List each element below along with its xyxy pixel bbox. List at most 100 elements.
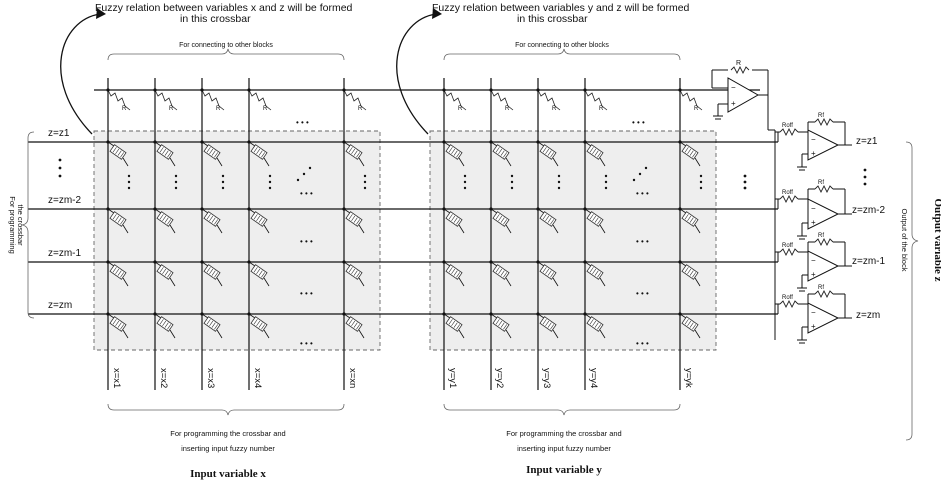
top-resistor-label: R (122, 106, 127, 112)
col-label-y2: y=y2 (494, 368, 505, 388)
row-label-left-1: z=zm-2 (48, 195, 82, 206)
memristor-array (106, 140, 701, 339)
crossbar-x-region (93, 130, 381, 351)
ellipsis-top-x: • • • (296, 118, 309, 127)
memristor (583, 207, 606, 234)
top-title-x-line2: in this crossbar (180, 13, 251, 25)
memristor (678, 312, 701, 339)
memristor (583, 140, 606, 167)
top-resistor: R (200, 88, 225, 112)
ellipsis-r1-x: • • • (300, 189, 313, 198)
top-resistor-label: R (358, 106, 363, 112)
memristor (200, 260, 223, 287)
memristor (536, 207, 559, 234)
svg-text:−: − (811, 204, 816, 213)
row-lines (28, 141, 778, 315)
memristor (106, 312, 129, 339)
output-bus (767, 95, 776, 340)
top-resistor: R (678, 88, 703, 112)
memristor (200, 207, 223, 234)
rf-label: Rf (818, 180, 824, 186)
top-resistor: R (489, 88, 514, 112)
memristor (153, 207, 176, 234)
memristor (342, 260, 365, 287)
programming-label-y-1: For programming the crossbar and (506, 429, 621, 438)
connect-label-y: For connecting to other blocks (515, 42, 609, 49)
row-label-left-2: z=zm-1 (48, 248, 82, 259)
memristor (536, 260, 559, 287)
ellipsis-r4-y: • • • (636, 339, 649, 348)
svg-text:−: − (811, 308, 816, 317)
col-label-y1: y=y1 (447, 368, 458, 388)
rf-label: Rf (818, 233, 824, 239)
col-label-x2: x=x2 (158, 368, 169, 388)
col-label-x1: x=x1 (111, 368, 122, 388)
memristor (200, 312, 223, 339)
svg-text:+: + (811, 218, 816, 227)
memristor (342, 312, 365, 339)
row-label-left-3: z=zm (48, 300, 72, 311)
column-labels-x: x=x1 x=x2 x=x3 x=x4 x=xn (111, 368, 358, 388)
left-side-label-2: the crossbar (16, 204, 25, 246)
inner-ellipsis (127, 166, 867, 190)
memristor (583, 260, 606, 287)
ellipsis-r2-x: • • • (300, 237, 313, 246)
memristor (442, 207, 465, 234)
left-side-label-1: For programming (8, 196, 17, 254)
curved-arrow-x (60, 13, 101, 135)
memristor (678, 207, 701, 234)
column-labels-y: y=y1 y=y2 y=y3 y=y4 y=yk (447, 368, 694, 388)
memristor (489, 260, 512, 287)
memristor (153, 140, 176, 167)
memristor (678, 140, 701, 167)
memristor (442, 140, 465, 167)
memristor (536, 312, 559, 339)
top-resistor: R (536, 88, 561, 112)
memristor (342, 140, 365, 167)
input-variable-x-label: Input variable x (190, 468, 266, 480)
memristor (536, 140, 559, 167)
programming-brace-y (443, 403, 681, 416)
left-bracket (21, 131, 35, 319)
memristor (678, 260, 701, 287)
programming-label-x-2: inserting input fuzzy number (181, 444, 275, 453)
rf-label: Rf (818, 113, 824, 119)
programming-label-x-1: For programming the crossbar and (170, 429, 285, 438)
ellipsis-top-y: • • • (632, 118, 645, 127)
connect-brace-x (107, 48, 345, 61)
arrowhead-x (96, 8, 106, 19)
top-resistor: R (583, 88, 608, 112)
ellipsis-r3-x: • • • (300, 289, 313, 298)
output-bracket (905, 141, 919, 441)
col-label-y3: y=y3 (541, 368, 552, 388)
top-resistor: R (247, 88, 272, 112)
memristor (106, 260, 129, 287)
top-resistor: R (153, 88, 178, 112)
top-opamp-r-label: R (736, 60, 741, 67)
connect-label-x: For connecting to other blocks (179, 42, 273, 49)
ellipsis-r1-y: • • • (636, 189, 649, 198)
memristor (106, 140, 129, 167)
roff-label: Roff (782, 190, 793, 196)
top-resistor: R (342, 88, 367, 112)
row-ellipsis-left (58, 158, 62, 178)
top-resistor-label: R (694, 106, 699, 112)
svg-text:+: + (811, 322, 816, 331)
top-resistor-label: R (552, 106, 557, 112)
svg-text:−: − (811, 256, 816, 265)
memristor (489, 140, 512, 167)
row-label-right-1: z=zm-2 (852, 205, 886, 216)
top-resistor: R (106, 88, 131, 112)
memristor (153, 312, 176, 339)
col-label-x4: x=x4 (252, 368, 263, 388)
row-label-right-2: z=zm-1 (852, 256, 886, 267)
svg-text:−: − (811, 135, 816, 144)
memristor (247, 207, 270, 234)
memristor (489, 312, 512, 339)
arrowhead-y (432, 8, 442, 19)
